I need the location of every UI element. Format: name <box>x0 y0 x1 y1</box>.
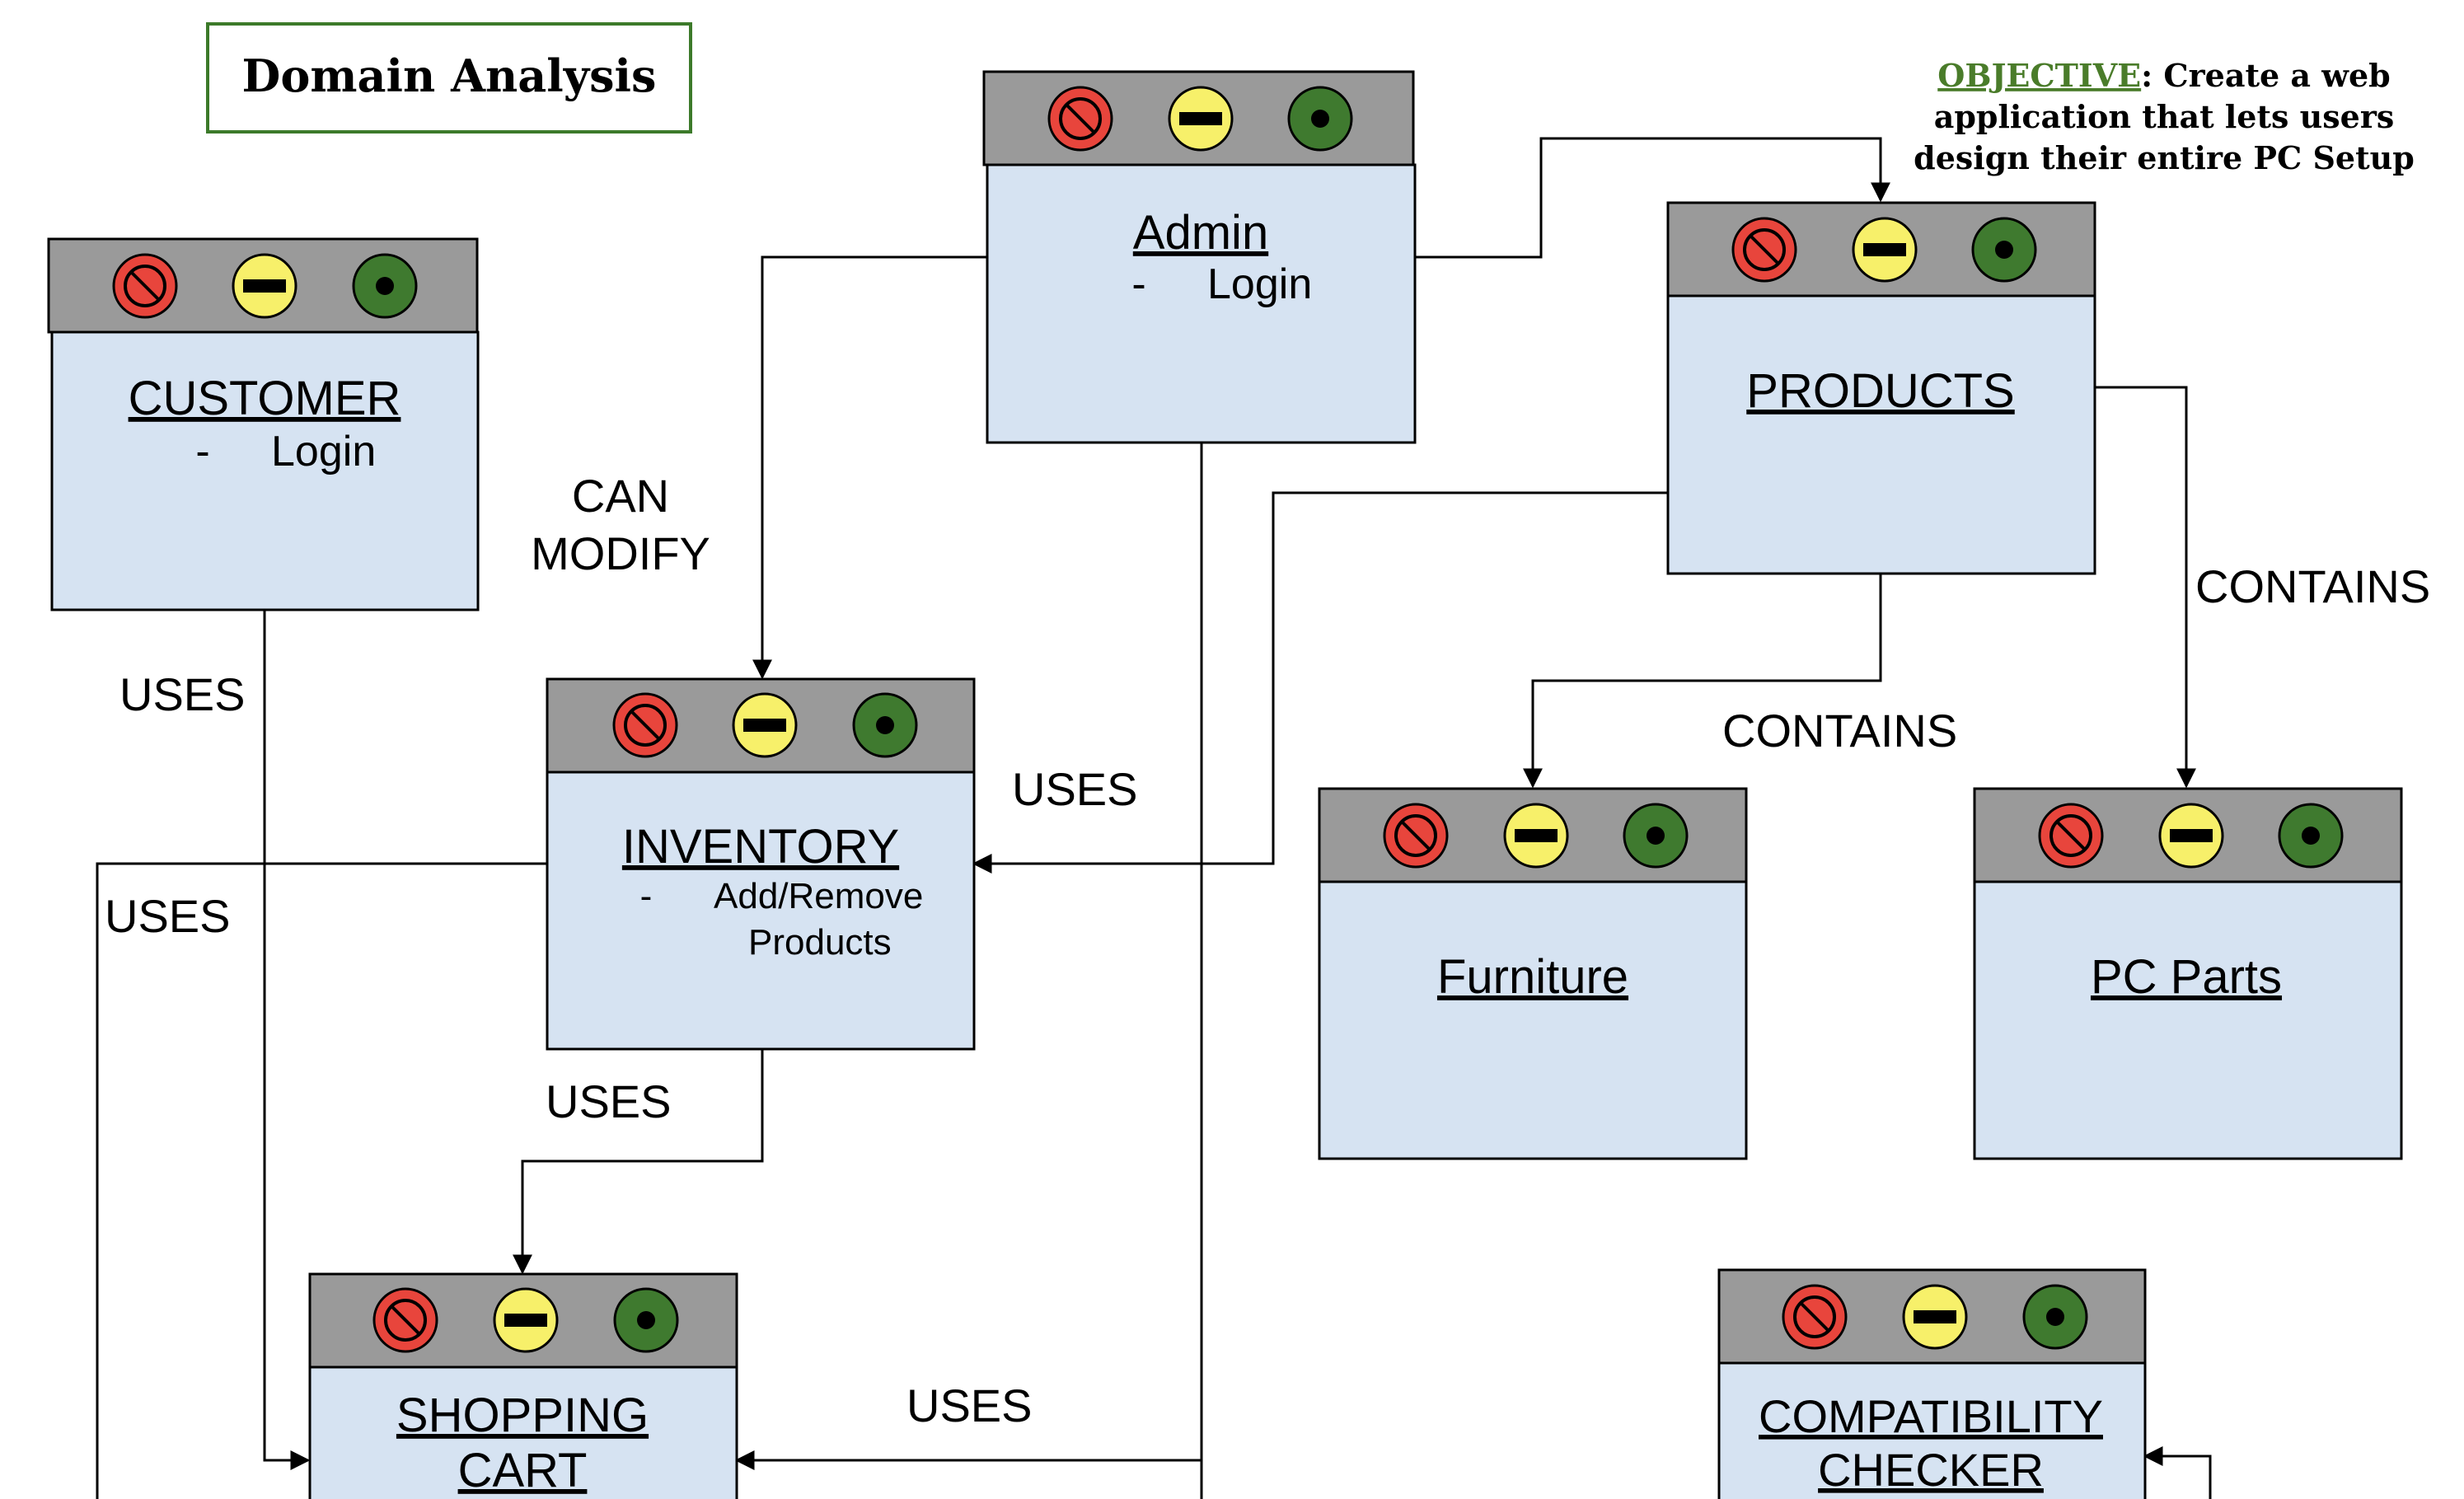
entity-body <box>546 771 976 1051</box>
minimize-icon <box>493 1287 559 1353</box>
entity-title-line-2: CART <box>458 1444 588 1497</box>
connector-products-pcparts <box>2095 386 2196 789</box>
relation-uses-products-inventory: USES <box>1012 763 1138 815</box>
entity-title-line-2: CHECKER <box>1818 1444 2044 1496</box>
maximize-icon <box>2022 1284 2088 1350</box>
objective-line-2: application that lets users <box>1934 98 2395 135</box>
minimize-icon <box>2158 803 2224 869</box>
relation-uses-customer-cart: USES <box>119 668 246 720</box>
entity-admin[interactable]: Admin - Login <box>982 70 1417 444</box>
attribute-products: Products <box>748 922 892 963</box>
close-icon <box>1731 217 1797 283</box>
entity-inventory[interactable]: INVENTORY - Add/Remove Products <box>546 677 976 1051</box>
entity-customer[interactable]: CUSTOMER - Login <box>47 237 480 611</box>
objective-line-1: OBJECTIVE: Create a web <box>1937 57 2391 94</box>
connector-customer-cart <box>263 610 311 1470</box>
attribute-login: Login <box>1207 260 1312 308</box>
connector-inventory-cart <box>513 1049 764 1275</box>
entity-title: Furniture <box>1437 950 1628 1004</box>
entity-pc-parts[interactable]: PC Parts <box>1973 787 2403 1160</box>
objective-line-3: design their entire PC Setup <box>1914 139 2415 176</box>
entity-body <box>1717 1361 2147 1499</box>
minimize-icon <box>1902 1284 1968 1350</box>
entity-body <box>1666 294 2096 575</box>
entity-compatibility-checker[interactable]: COMPATIBILITY CHECKER <box>1717 1268 2147 1499</box>
diagram-title: Domain Analysis <box>242 49 657 102</box>
connectors <box>96 137 2212 1499</box>
minimize-icon <box>1852 217 1918 283</box>
relation-can-modify-1: CAN <box>572 470 669 522</box>
entity-title: INVENTORY <box>622 820 899 874</box>
connector-products-inventory <box>972 491 1668 874</box>
entity-title: PC Parts <box>2091 950 2282 1004</box>
relation-contains-furniture: CONTAINS <box>1722 705 1957 757</box>
relation-contains-pcparts: CONTAINS <box>2195 560 2430 612</box>
relation-labels: CAN MODIFY USES USES USES USES USES CONT… <box>105 470 2430 1431</box>
minimize-icon <box>232 253 297 319</box>
close-icon <box>612 692 678 758</box>
maximize-icon <box>1971 217 2037 283</box>
entity-body <box>1318 880 1748 1160</box>
entity-body <box>50 330 480 611</box>
entity-title: PRODUCTS <box>1746 364 2014 418</box>
minimize-icon <box>732 692 798 758</box>
connector-right-checker <box>2143 1446 2212 1499</box>
maximize-icon <box>1287 86 1353 152</box>
entity-title-line-1: SHOPPING <box>396 1389 649 1442</box>
minimize-icon <box>1168 86 1234 152</box>
entity-body <box>986 163 1417 444</box>
title-box <box>206 22 692 134</box>
attribute-bullet: - <box>195 428 209 475</box>
maximize-icon <box>2278 803 2344 869</box>
relation-uses-inventory-cart: USES <box>546 1075 672 1127</box>
connector-products-furniture <box>1523 574 1882 789</box>
close-icon <box>1383 803 1449 869</box>
entity-products[interactable]: PRODUCTS <box>1666 201 2096 575</box>
attribute-bullet: - <box>640 876 653 916</box>
objective-keyword: OBJECTIVE <box>1937 57 2141 94</box>
entity-title-line-1: COMPATIBILITY <box>1759 1390 2103 1442</box>
attribute-add-remove: Add/Remove <box>714 876 923 916</box>
close-icon <box>112 253 178 319</box>
connector-inventory-left <box>96 862 547 1499</box>
connector-admin-inventory <box>752 255 987 680</box>
minimize-icon <box>1503 803 1569 869</box>
maximize-icon <box>613 1287 679 1353</box>
maximize-icon <box>352 253 418 319</box>
entity-body <box>308 1365 738 1499</box>
close-icon <box>372 1287 438 1353</box>
close-icon <box>2038 803 2104 869</box>
relation-uses-inventory-left: USES <box>105 890 231 942</box>
attribute-login: Login <box>271 428 376 475</box>
maximize-icon <box>852 692 918 758</box>
maximize-icon <box>1623 803 1689 869</box>
relation-uses-admin-cart: USES <box>906 1380 1033 1431</box>
connector-admin-products <box>1415 137 1890 259</box>
entity-furniture[interactable]: Furniture <box>1318 787 1748 1160</box>
entity-title: CUSTOMER <box>129 372 401 425</box>
entity-shopping-cart[interactable]: SHOPPING CART <box>308 1272 738 1499</box>
relation-can-modify-2: MODIFY <box>531 527 710 579</box>
attribute-bullet: - <box>1131 260 1145 308</box>
close-icon <box>1047 86 1113 152</box>
close-icon <box>1782 1284 1848 1350</box>
entity-body <box>1973 880 2403 1160</box>
entity-title: Admin <box>1133 206 1268 260</box>
